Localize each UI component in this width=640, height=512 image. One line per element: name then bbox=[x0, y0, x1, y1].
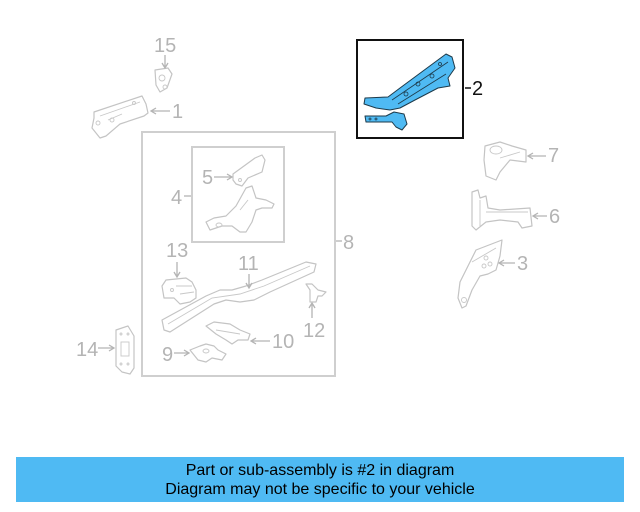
part-15[interactable] bbox=[154, 67, 173, 93]
part-1[interactable] bbox=[91, 95, 149, 139]
callout-11: 11 bbox=[238, 253, 259, 275]
part-14[interactable] bbox=[115, 325, 135, 375]
info-banner: Part or sub-assembly is #2 in diagram Di… bbox=[16, 457, 624, 502]
callout-8: 8 bbox=[343, 232, 354, 254]
leader-3 bbox=[497, 259, 515, 267]
part-4[interactable] bbox=[205, 185, 275, 233]
part-11[interactable] bbox=[161, 261, 317, 333]
assembly-4-box bbox=[191, 146, 285, 243]
part-13[interactable] bbox=[161, 277, 197, 305]
part-12[interactable] bbox=[305, 283, 327, 303]
callout-7: 7 bbox=[548, 145, 559, 167]
callout-14: 14 bbox=[76, 339, 98, 361]
callout-6: 6 bbox=[549, 206, 560, 228]
callout-10: 10 bbox=[272, 331, 294, 353]
callout-1: 1 bbox=[172, 101, 183, 123]
part-10[interactable] bbox=[205, 321, 251, 345]
callout-2[interactable]: 2 bbox=[472, 78, 483, 100]
callout-15: 15 bbox=[154, 35, 176, 57]
callout-13: 13 bbox=[166, 240, 188, 262]
callout-3: 3 bbox=[517, 253, 528, 275]
leader-14 bbox=[98, 344, 116, 352]
part-9[interactable] bbox=[189, 343, 227, 363]
part-2-highlight-box[interactable] bbox=[356, 39, 464, 139]
assembly-8-box bbox=[141, 131, 336, 377]
callout-5: 5 bbox=[202, 167, 213, 189]
banner-line-disclaimer: Diagram may not be specific to your vehi… bbox=[165, 480, 475, 498]
leader-13 bbox=[173, 262, 181, 279]
part-5[interactable] bbox=[232, 154, 266, 187]
part-2[interactable] bbox=[363, 53, 456, 131]
leader-1 bbox=[149, 107, 170, 115]
leader-7 bbox=[526, 152, 546, 160]
callout-9: 9 bbox=[162, 344, 173, 366]
leader-10 bbox=[249, 337, 270, 345]
part-7[interactable] bbox=[483, 141, 527, 181]
leader-9 bbox=[174, 349, 191, 357]
leader-5 bbox=[214, 173, 234, 181]
banner-line-part-number: Part or sub-assembly is #2 in diagram bbox=[185, 461, 455, 479]
part-6[interactable] bbox=[471, 189, 533, 231]
callout-12: 12 bbox=[303, 320, 325, 342]
leader-11 bbox=[245, 274, 253, 290]
leader-6 bbox=[531, 212, 547, 220]
leader-12 bbox=[308, 301, 316, 318]
leader-15 bbox=[161, 55, 169, 70]
callout-4: 4 bbox=[171, 187, 182, 209]
part-3[interactable] bbox=[457, 239, 503, 309]
